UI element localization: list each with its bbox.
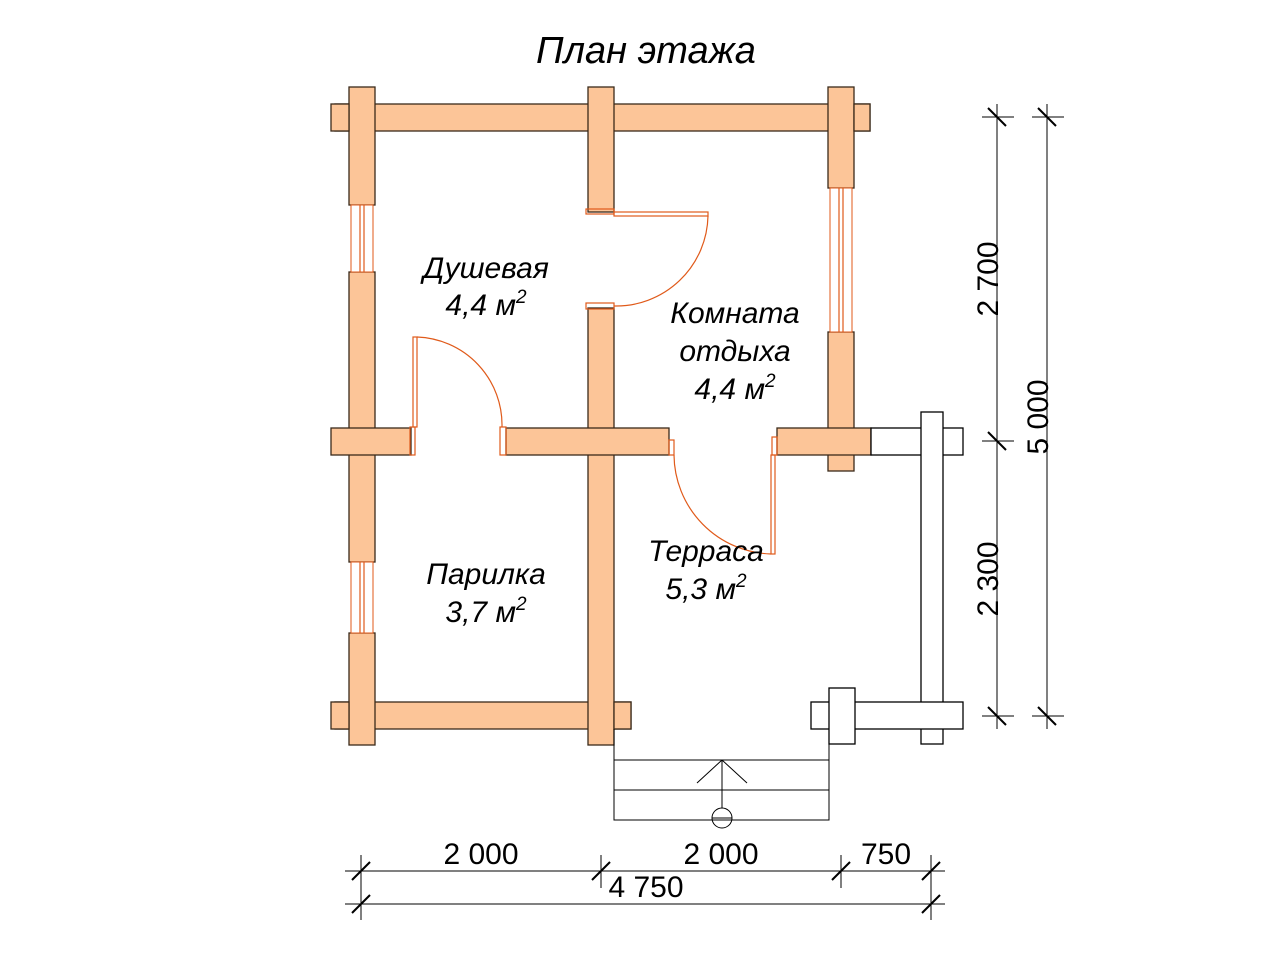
door-swing: [416, 336, 503, 428]
room-name-komnata-2: отдыха: [679, 335, 790, 368]
log-end: [330, 103, 350, 132]
wall-mid-lower: [587, 307, 615, 746]
door-jamb: [771, 436, 778, 456]
window-left-top: [350, 204, 374, 273]
wall-h-center: [505, 427, 670, 456]
door-leaf: [412, 336, 418, 428]
wall-left-2: [348, 271, 376, 563]
wall-left-3: [348, 632, 376, 746]
room-area-dush: 4,4 м2: [445, 287, 527, 322]
wall-bottom: [334, 701, 632, 730]
window-right: [829, 187, 853, 333]
bottom-dimensions: 2 000 2 000 750 4 750: [345, 838, 945, 920]
plan-title: План этажа: [536, 30, 756, 72]
terrace-post-right: [920, 411, 944, 745]
dim-bottom-total: 4 750: [608, 871, 683, 904]
windows: [350, 187, 853, 634]
entrance-steps: [613, 729, 830, 829]
wall-right-upper: [827, 86, 855, 189]
room-area-terrasa: 5,3 м2: [665, 571, 747, 606]
wall-left-1: [348, 86, 376, 206]
door-swing: [673, 454, 772, 555]
door-leaf: [613, 211, 709, 217]
terrace-beam-top: [870, 427, 964, 456]
room-name-dush: Душевая: [420, 252, 549, 285]
door-jamb: [668, 439, 675, 456]
dim-bottom-1: 2 000: [443, 838, 518, 871]
room-labels: Душевая 4,4 м2 Комната отдыха 4,4 м2 Пар…: [420, 252, 800, 629]
dim-right-1: 2 700: [972, 241, 1005, 316]
terrace-post-left: [828, 687, 856, 745]
room-area-komnata: 4,4 м2: [694, 371, 776, 406]
dim-bottom-2: 2 000: [683, 838, 758, 871]
log-end: [853, 103, 871, 132]
log-end: [330, 701, 350, 730]
door-swing: [613, 215, 709, 307]
dim-right-total: 5 000: [1022, 379, 1055, 454]
door-leaf: [770, 454, 776, 555]
wall-h-right: [776, 427, 872, 456]
room-name-komnata-1: Комната: [670, 297, 799, 330]
room-name-terrasa: Терраса: [648, 535, 764, 568]
room-name-parilka: Парилка: [426, 558, 546, 591]
dim-bottom-3: 750: [861, 838, 911, 871]
door-jamb: [499, 426, 507, 456]
room-area-parilka: 3,7 м2: [445, 594, 527, 629]
right-dimensions: 2 700 2 300 5 000: [972, 104, 1064, 729]
wall-h-left: [330, 427, 412, 456]
doors: [409, 208, 778, 555]
terrace-structure: [810, 411, 964, 745]
walls: [330, 86, 872, 746]
dim-right-2: 2 300: [972, 541, 1005, 616]
window-left-bottom: [350, 561, 374, 634]
log-end: [613, 701, 632, 730]
wall-mid-upper: [587, 86, 615, 213]
